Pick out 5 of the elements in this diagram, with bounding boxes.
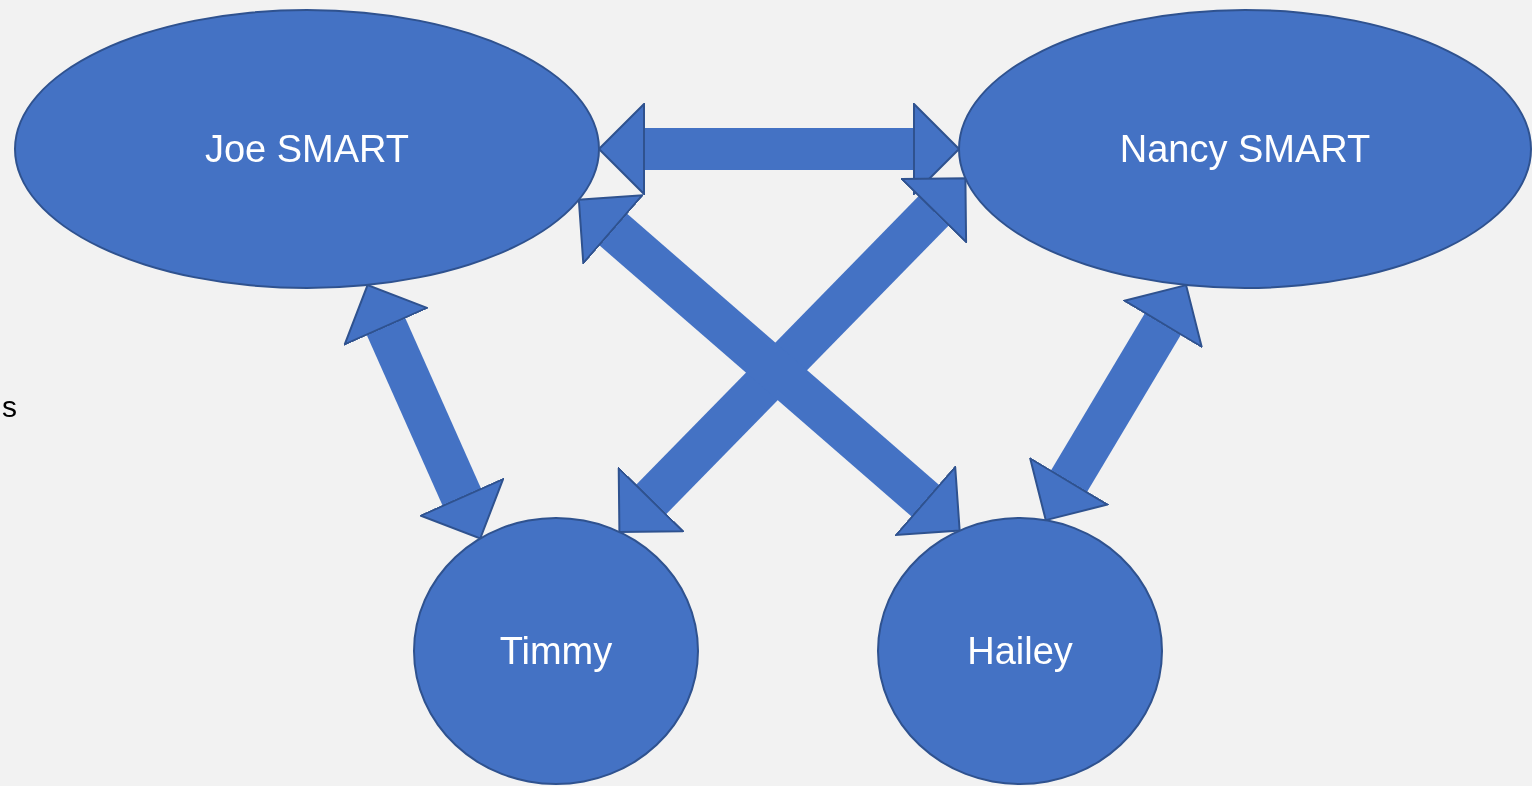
text-fragment: s bbox=[2, 389, 17, 425]
node-label: Timmy bbox=[499, 628, 613, 674]
node-label: Nancy SMART bbox=[1119, 126, 1371, 172]
node-label: Hailey bbox=[967, 628, 1073, 674]
node-label: Joe SMART bbox=[204, 126, 410, 172]
